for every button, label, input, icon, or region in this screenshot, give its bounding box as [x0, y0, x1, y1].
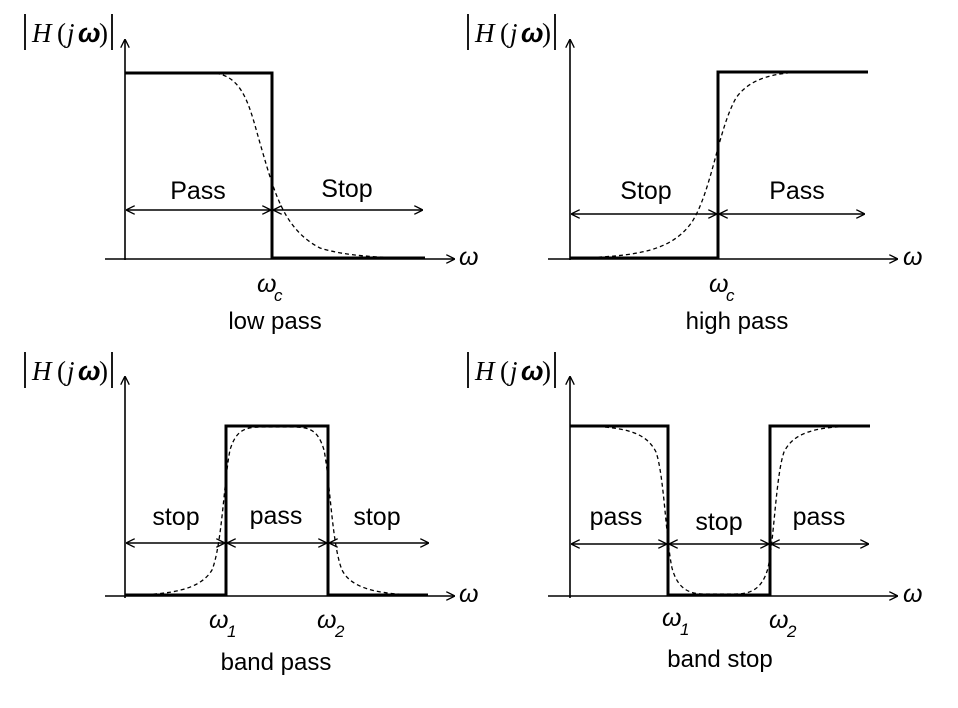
magnitude-axis-label: H ( j ω ): [24, 352, 113, 388]
x-axis-label: ω: [459, 580, 478, 608]
panel-low-pass: H ( j ω ) ω Pass Stop ω c low pass: [24, 14, 478, 335]
cutoff-label-w2: ω 2: [769, 606, 797, 641]
svg-text:1: 1: [680, 620, 689, 639]
ideal-response-curve: [125, 424, 428, 597]
svg-text:2: 2: [334, 622, 345, 641]
svg-text:ω: ω: [209, 606, 228, 634]
svg-text:(: (: [57, 356, 66, 386]
stop-region-label-left: stop: [152, 503, 199, 531]
x-axis-label: ω: [903, 243, 922, 271]
pass-region-label-right: pass: [793, 503, 846, 531]
svg-text:(: (: [500, 356, 509, 386]
svg-text:j: j: [64, 18, 75, 48]
pass-region-label: Pass: [769, 177, 825, 205]
cutoff-label-w1: ω 1: [209, 606, 236, 641]
ideal-response-curve: [570, 70, 868, 260]
stop-region-label: stop: [695, 508, 742, 536]
cutoff-label-wc: ω c: [709, 270, 735, 305]
svg-text:c: c: [274, 286, 283, 305]
pass-region-label: Pass: [170, 177, 226, 205]
cutoff-label-wc: ω c: [257, 270, 283, 305]
magnitude-axis-label: H ( j ω ): [467, 14, 556, 50]
stop-region-label-right: stop: [353, 503, 400, 531]
svg-text:): ): [542, 18, 551, 48]
x-axis-label: ω: [903, 580, 922, 608]
panel-caption: band stop: [667, 646, 772, 673]
svg-text:ω: ω: [521, 356, 544, 386]
real-response-curve: [125, 72, 426, 259]
panel-caption: band pass: [221, 649, 332, 676]
svg-text:ω: ω: [78, 18, 101, 48]
pass-region-label-left: pass: [590, 503, 643, 531]
panel-caption: high pass: [686, 308, 789, 335]
svg-text:ω: ω: [257, 270, 276, 298]
svg-text:): ): [99, 356, 108, 386]
svg-text:ω: ω: [78, 356, 101, 386]
stop-region-label: Stop: [620, 177, 671, 205]
stop-region-label: Stop: [321, 175, 372, 203]
svg-text:ω: ω: [662, 604, 681, 632]
real-response-curve: [124, 426, 429, 596]
panel-high-pass: H ( j ω ) ω Stop Pass ω c high pass: [467, 14, 922, 335]
ideal-response-curve: [570, 424, 870, 597]
svg-text:j: j: [507, 18, 518, 48]
panel-band-stop: H ( j ω ) ω pass stop pass ω 1 ω 2 band …: [467, 352, 922, 673]
svg-text:1: 1: [227, 622, 236, 641]
svg-text:H: H: [474, 18, 496, 48]
svg-text:): ): [542, 356, 551, 386]
svg-text:): ): [99, 18, 108, 48]
magnitude-axis-label: H ( j ω ): [467, 352, 556, 388]
svg-text:ω: ω: [769, 606, 788, 634]
panel-caption: low pass: [228, 308, 321, 335]
svg-text:2: 2: [786, 622, 797, 641]
cutoff-label-w1: ω 1: [662, 604, 689, 639]
x-axis-label: ω: [459, 243, 478, 271]
svg-text:(: (: [57, 18, 66, 48]
svg-text:ω: ω: [521, 18, 544, 48]
svg-text:H: H: [31, 18, 53, 48]
svg-text:H: H: [474, 356, 496, 386]
real-response-curve: [569, 71, 868, 259]
svg-text:H: H: [31, 356, 53, 386]
svg-text:ω: ω: [317, 606, 336, 634]
svg-text:ω: ω: [709, 270, 728, 298]
svg-text:(: (: [500, 18, 509, 48]
svg-text:c: c: [726, 286, 735, 305]
real-response-curve: [569, 425, 871, 595]
panel-band-pass: H ( j ω ) ω stop pass stop ω 1 ω 2 band …: [24, 352, 478, 676]
svg-text:j: j: [64, 356, 75, 386]
cutoff-label-w2: ω 2: [317, 606, 345, 641]
magnitude-axis-label: H ( j ω ): [24, 14, 113, 50]
ideal-response-curve: [125, 71, 425, 260]
pass-region-label: pass: [250, 502, 303, 530]
svg-text:j: j: [507, 356, 518, 386]
